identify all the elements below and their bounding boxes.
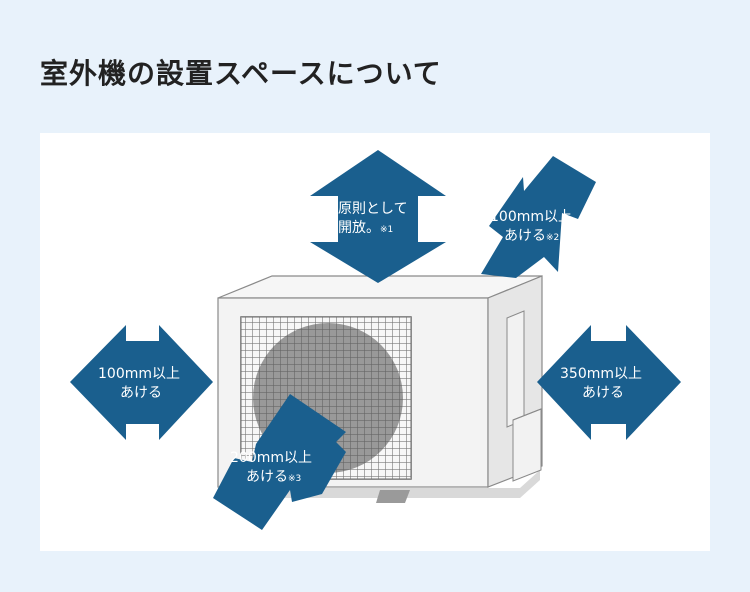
label-left-line1: 100mm以上: [98, 366, 180, 382]
outdoor-unit: [217, 275, 543, 503]
arrow-back: [481, 156, 596, 278]
arrow-top: [310, 150, 446, 283]
valve-cover: [512, 408, 542, 482]
label-left-line2: あける: [120, 385, 162, 401]
arrow-front: [213, 394, 346, 530]
page-title: 室外機の設置スペースについて: [40, 57, 442, 90]
label-front-line1: 200mm以上: [230, 450, 312, 466]
label-back-line1: 100mm以上: [490, 209, 572, 225]
label-right-line1: 350mm以上: [560, 366, 642, 382]
label-right-line2: あける: [582, 385, 624, 401]
label-top-line1: 原則として: [338, 201, 408, 217]
label-top-line2: 開放。※1: [338, 220, 393, 236]
unit-foot: [376, 490, 410, 503]
label-back-line2: あける※2: [504, 228, 559, 244]
arrow-right: [537, 325, 681, 440]
label-front-line2: あける※3: [246, 469, 301, 485]
side-handle: [506, 310, 525, 428]
arrow-left: [70, 325, 213, 440]
